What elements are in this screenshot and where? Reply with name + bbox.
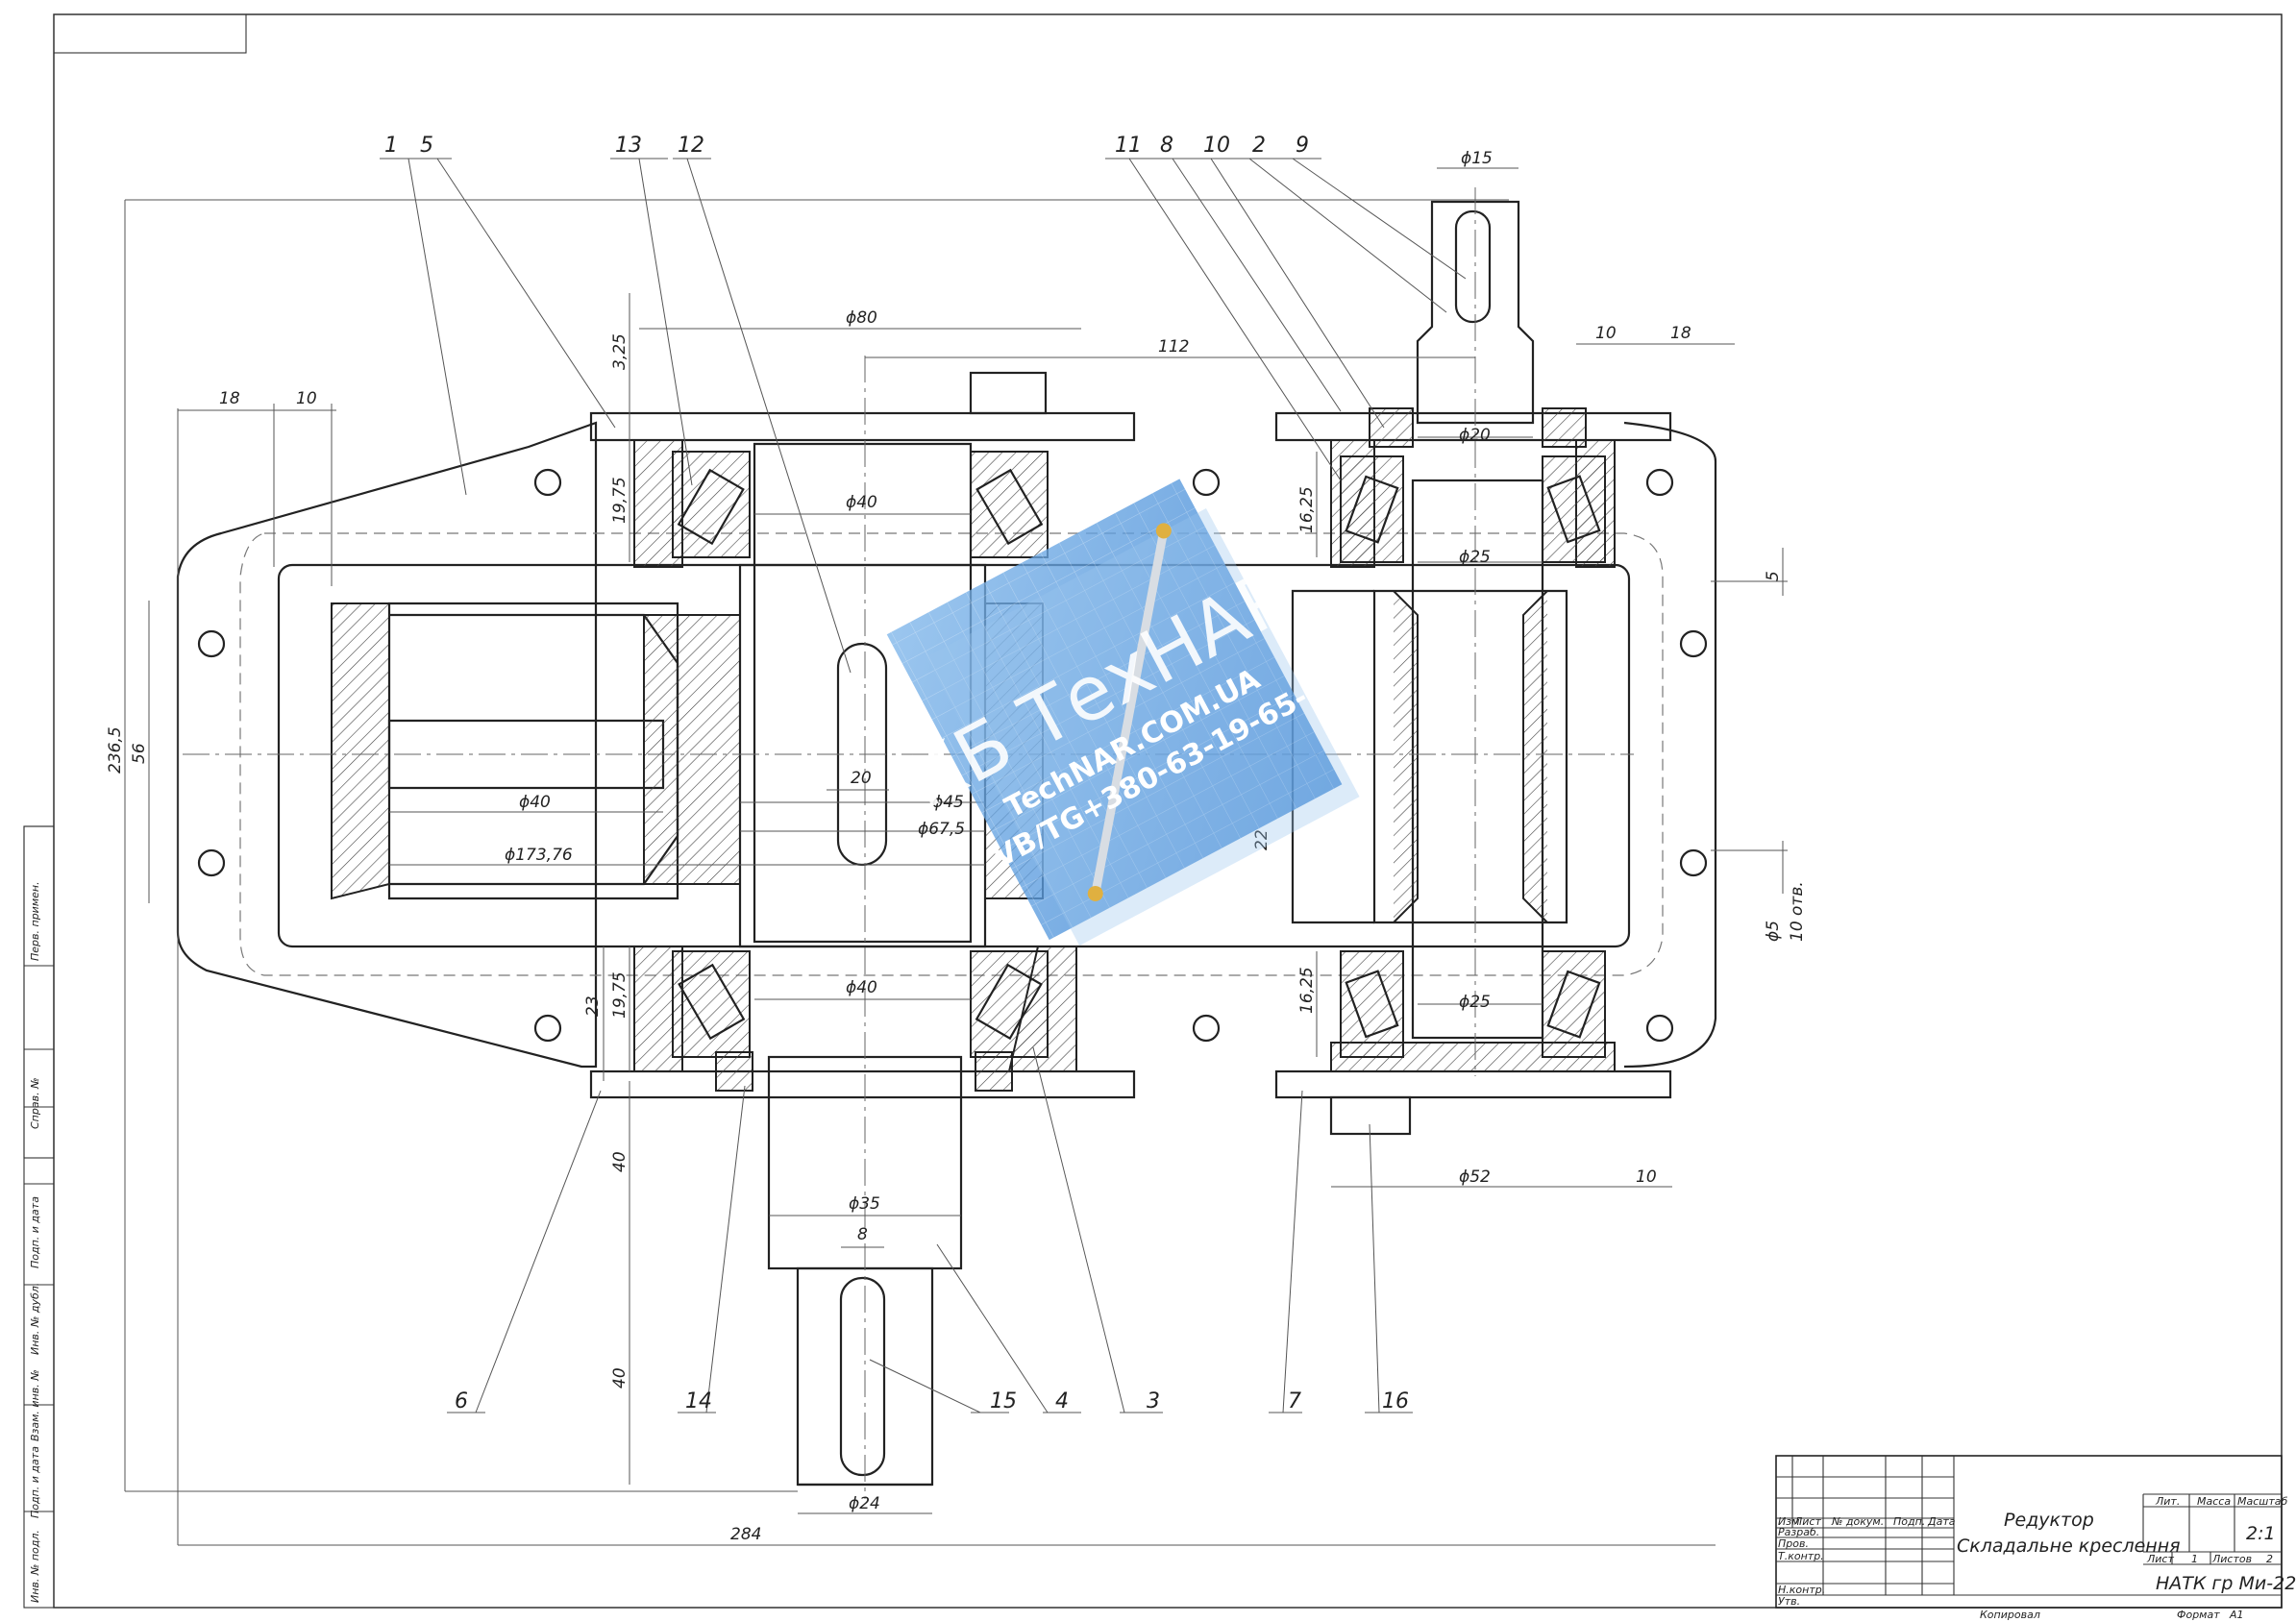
part-label-4: 4 bbox=[1055, 1389, 1069, 1413]
dim-d80: ϕ80 bbox=[846, 308, 877, 328]
tb-list-label: Лист bbox=[2146, 1553, 2174, 1565]
part-label-13: 13 bbox=[615, 134, 642, 158]
dim-d35: ϕ35 bbox=[849, 1194, 880, 1214]
stamp-podp2: Подп. и дата bbox=[29, 1446, 41, 1518]
tb-row-nkontr: Н.контр. bbox=[1778, 1584, 1825, 1596]
dim-d40-mid: ϕ40 bbox=[519, 793, 551, 812]
part-label-15: 15 bbox=[990, 1389, 1017, 1413]
tb-format-value: А1 bbox=[2229, 1609, 2244, 1621]
tb-subtitle: Складальне креслення bbox=[1957, 1536, 2181, 1557]
dim-112: 112 bbox=[1158, 337, 1189, 356]
dim-1625-bot: 16,25 bbox=[1297, 967, 1317, 1014]
tb-title: Редуктор bbox=[2004, 1510, 2094, 1531]
dim-22: 22 bbox=[1252, 829, 1271, 850]
dimension-texts: ϕ15 ϕ80 112 10 18 3,25 18 10 19,75 ϕ40 ϕ… bbox=[106, 149, 1807, 1544]
tb-row-tkontr: Т.контр. bbox=[1778, 1550, 1824, 1562]
tb-col-list: Лист bbox=[1793, 1515, 1821, 1528]
dim-10-left: 10 bbox=[296, 389, 317, 408]
part-labels: 1 5 13 12 11 8 10 2 9 6 14 15 4 3 7 16 bbox=[384, 134, 1409, 1413]
dim-d5-holes: ϕ5 bbox=[1764, 921, 1783, 942]
dim-1625-top: 16,25 bbox=[1297, 486, 1317, 533]
dim-40-len2: 40 bbox=[610, 1367, 630, 1389]
tb-masshtab: Масштаб bbox=[2237, 1495, 2287, 1508]
dim-holes-count: 10 отв. bbox=[1788, 881, 1807, 942]
tb-listov-value: 2 bbox=[2266, 1553, 2273, 1565]
dim-d52: ϕ52 bbox=[1459, 1167, 1491, 1187]
stamp-inv-dubl: Инв. № дубл. bbox=[29, 1283, 41, 1355]
dim-d675: ϕ67,5 bbox=[918, 820, 965, 839]
stamp-perv-primen: Перв. примен. bbox=[29, 881, 41, 961]
dim-18-left: 18 bbox=[219, 389, 240, 408]
dim-d17376: ϕ173,76 bbox=[505, 846, 573, 865]
part-label-16: 16 bbox=[1382, 1389, 1409, 1413]
sheet-frame bbox=[53, 13, 2283, 1609]
dim-20-key: 20 bbox=[851, 769, 872, 788]
tb-kopiroval: Копировал bbox=[1980, 1609, 2040, 1621]
tb-col-data: Дата bbox=[1927, 1515, 1956, 1528]
tb-massa: Масса bbox=[2197, 1495, 2231, 1508]
dim-23: 23 bbox=[583, 995, 603, 1017]
input-shaft bbox=[1291, 200, 1568, 1040]
dim-d40-bot: ϕ40 bbox=[846, 978, 877, 997]
dim-d40-top: ϕ40 bbox=[846, 493, 877, 512]
center-lines bbox=[183, 187, 1634, 1499]
leader-lines bbox=[380, 158, 1467, 1413]
part-label-8: 8 bbox=[1160, 134, 1173, 158]
dim-56: 56 bbox=[130, 743, 149, 764]
dim-284: 284 bbox=[730, 1525, 761, 1544]
tb-scale-value: 2:1 bbox=[2246, 1523, 2276, 1544]
dim-325: 3,25 bbox=[610, 333, 630, 370]
stamp-podp1: Подп. и дата bbox=[29, 1196, 41, 1268]
dim-d15: ϕ15 bbox=[1461, 149, 1493, 168]
tb-listov-label: Листов bbox=[2211, 1553, 2252, 1565]
dim-10-bot: 10 bbox=[1636, 1167, 1657, 1187]
part-label-11: 11 bbox=[1115, 134, 1142, 158]
title-block: Изм Лист № докум. Подп. Дата Разраб. Про… bbox=[1775, 1455, 2296, 1621]
tb-lit: Лит. bbox=[2155, 1495, 2180, 1508]
tb-org: НАТК гр Ми-222 bbox=[2156, 1573, 2296, 1594]
dim-5: 5 bbox=[1764, 571, 1783, 581]
dim-1975-bot: 19,75 bbox=[610, 971, 630, 1019]
part-label-1: 1 bbox=[384, 134, 398, 158]
part-label-12: 12 bbox=[678, 134, 704, 158]
tb-format-label: Формат bbox=[2177, 1609, 2220, 1621]
dim-d20: ϕ20 bbox=[1459, 426, 1491, 445]
dim-d45: ϕ45 bbox=[932, 793, 964, 812]
seals bbox=[715, 407, 1587, 1092]
dim-8: 8 bbox=[857, 1225, 868, 1244]
dim-d25-bot: ϕ25 bbox=[1459, 993, 1491, 1012]
dimension-lines bbox=[124, 167, 1788, 1546]
part-label-5: 5 bbox=[420, 134, 433, 158]
tb-list-value: 1 bbox=[2191, 1553, 2198, 1565]
stamp-vzam: Взам. инв. № bbox=[29, 1369, 41, 1441]
output-shaft bbox=[738, 442, 987, 1487]
stamp-inv-podl: Инв. № подл. bbox=[29, 1530, 41, 1603]
tb-row-razrab: Разраб. bbox=[1778, 1526, 1819, 1538]
dim-d25-top: ϕ25 bbox=[1459, 548, 1491, 567]
part-label-9: 9 bbox=[1296, 134, 1309, 158]
tb-col-izm: Изм bbox=[1778, 1515, 1799, 1528]
side-stamp: Перв. примен. Справ. № Подп. и дата Инв.… bbox=[23, 825, 55, 1609]
part-label-10: 10 bbox=[1203, 134, 1230, 158]
watermark: КБ ТехНАР TechNAR.COM.UA VB/TG+380-63-19… bbox=[886, 479, 1377, 946]
part-label-3: 3 bbox=[1147, 1389, 1160, 1413]
part-label-2: 2 bbox=[1252, 134, 1266, 158]
compass-icon bbox=[1087, 885, 1103, 901]
bearings bbox=[672, 451, 1606, 1058]
dim-d24: ϕ24 bbox=[849, 1494, 880, 1513]
part-label-7: 7 bbox=[1288, 1389, 1301, 1413]
tb-col-doc: № докум. bbox=[1831, 1515, 1884, 1528]
part-label-6: 6 bbox=[455, 1389, 468, 1413]
dim-1975-top: 19,75 bbox=[610, 477, 630, 524]
stamp-sprav: Справ. № bbox=[29, 1077, 41, 1129]
tb-row-utv: Утв. bbox=[1778, 1595, 1800, 1608]
tb-col-podp: Подп. bbox=[1893, 1515, 1925, 1528]
dim-2365: 236,5 bbox=[106, 726, 125, 774]
dim-18-top: 18 bbox=[1670, 324, 1691, 343]
tb-row-prov: Пров. bbox=[1778, 1537, 1809, 1550]
dim-10-top: 10 bbox=[1595, 324, 1617, 343]
part-label-14: 14 bbox=[685, 1389, 712, 1413]
dim-40-len1: 40 bbox=[610, 1151, 630, 1172]
